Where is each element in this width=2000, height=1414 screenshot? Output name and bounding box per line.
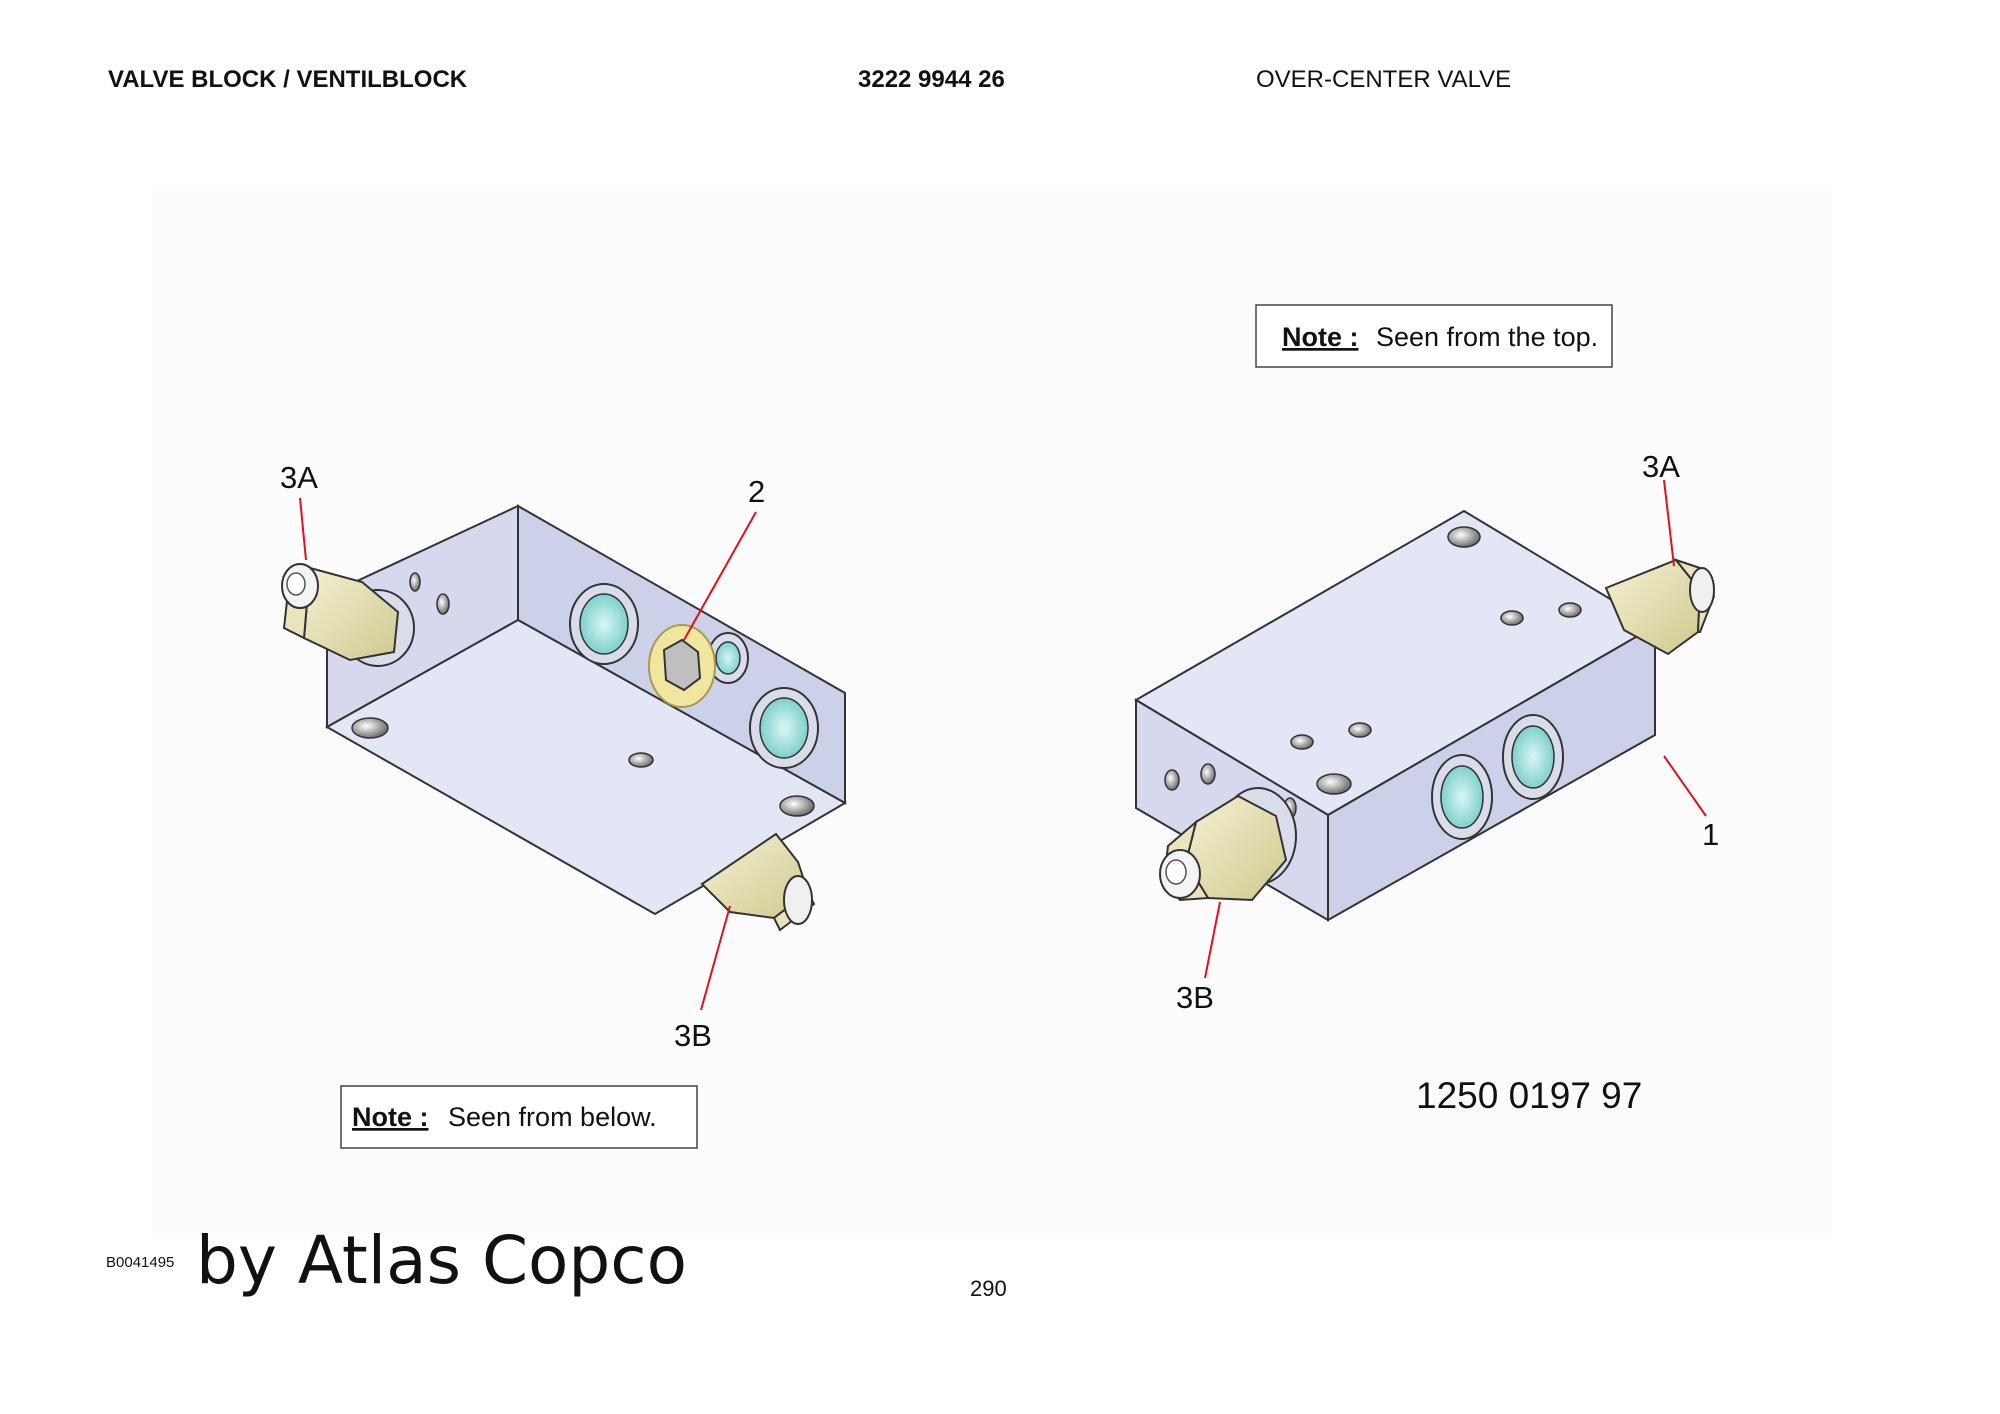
right-block-side-face: [1327, 624, 1656, 922]
note-text-top: Seen from the top.: [1376, 322, 1598, 352]
port-b-right: [1502, 714, 1564, 800]
mounting-hole: [779, 795, 815, 817]
leader-line: [1663, 755, 1707, 817]
small-port-hole: [409, 572, 421, 592]
callout-3b-left: 3B: [674, 1018, 712, 1053]
gauge-port: [1290, 734, 1314, 750]
left-view: 3A 2 3B Note : Seen from below.: [280, 460, 848, 1149]
figure-code: B0041495: [106, 1254, 175, 1271]
note-label: Note :: [352, 1102, 429, 1132]
header-title: VALVE BLOCK / VENTILBLOCK: [108, 66, 468, 93]
fitting-3b-right: [1159, 787, 1297, 902]
leader-line: [1204, 901, 1221, 979]
page-number: 290: [970, 1276, 1007, 1301]
leader-line: [1663, 479, 1675, 567]
right-view: 3A 1 3B Note : Seen from the top. 1250 0…: [1134, 304, 1719, 1116]
callout-1: 1: [1702, 817, 1719, 852]
port-a-right: [1431, 754, 1493, 840]
header-description: OVER-CENTER VALVE: [1256, 66, 1512, 93]
note-box-top: [1255, 304, 1613, 368]
brand-text: by Atlas Copco: [196, 1222, 687, 1299]
mounting-hole: [628, 752, 654, 768]
mounting-hole: [1447, 526, 1481, 548]
fitting-3b-left: [700, 832, 816, 932]
leader-line: [299, 497, 307, 561]
left-block-top-face: [324, 618, 848, 916]
note-box-below: [340, 1085, 698, 1149]
callout-2: 2: [748, 474, 765, 509]
mounting-hole: [1316, 773, 1352, 795]
note-text-below: Seen from below.: [448, 1102, 657, 1132]
mounting-hole: [351, 717, 389, 739]
leader-line: [683, 511, 757, 641]
gauge-port: [1558, 602, 1582, 618]
gauge-port: [1500, 610, 1524, 626]
small-port-hole: [1164, 769, 1180, 791]
port-a: [569, 583, 639, 665]
port-b: [749, 687, 819, 769]
fitting-3a-left: [281, 563, 415, 667]
callout-3a-left: 3A: [280, 460, 318, 495]
note-label: Note :: [1282, 322, 1359, 352]
header-part-number: 3222 9944 26: [858, 66, 1005, 93]
callout-3a-right: 3A: [1642, 449, 1680, 484]
figure-part-number: 1250 0197 97: [1416, 1075, 1642, 1116]
gauge-port: [1348, 722, 1372, 738]
fitting-3a-right: [1604, 557, 1716, 656]
callout-3b-right: 3B: [1176, 980, 1214, 1015]
leader-line: [700, 905, 731, 1011]
small-port-hole: [436, 593, 450, 615]
small-port-hole: [1200, 763, 1216, 785]
plug-with-seal: [648, 624, 716, 708]
